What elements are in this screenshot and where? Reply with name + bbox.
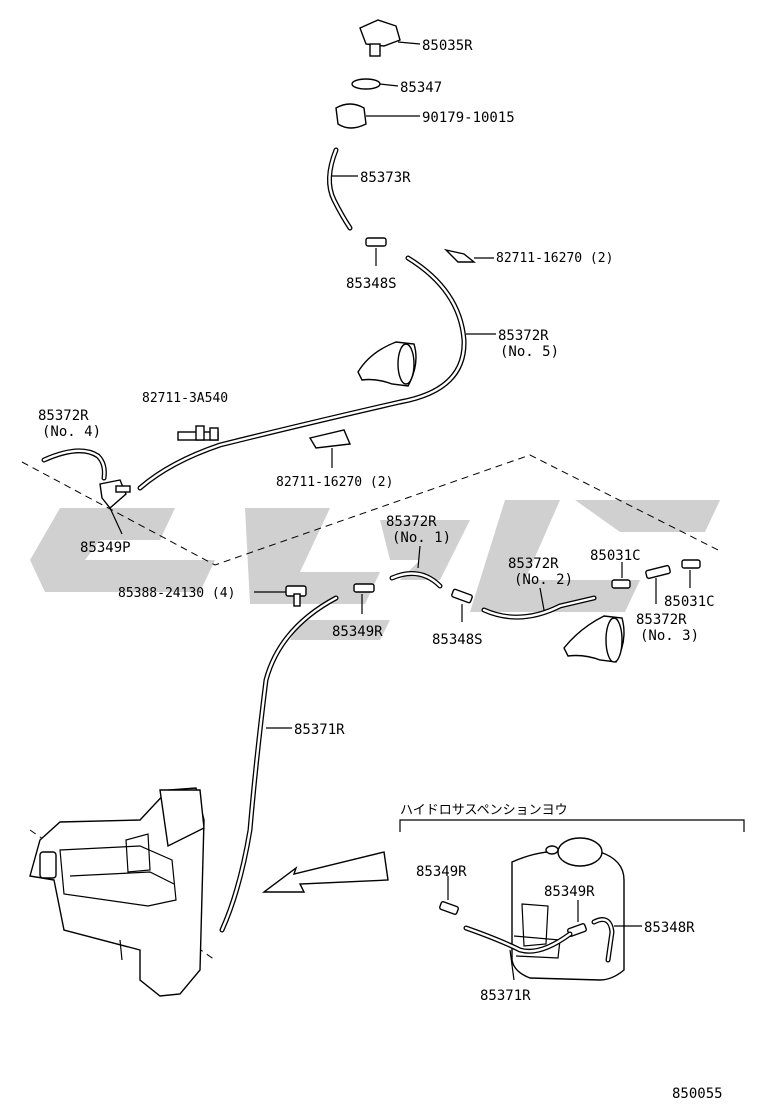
clamp-upper bbox=[443, 248, 494, 263]
gasket bbox=[351, 78, 381, 90]
label-joint-center: 85349R bbox=[332, 624, 383, 640]
label-grommet: 90179-10015 bbox=[422, 110, 515, 126]
clamp-middle bbox=[308, 429, 352, 468]
check-valve-lower bbox=[681, 559, 701, 588]
label-hose-top: 85373R bbox=[360, 170, 411, 186]
inset-title: ハイドロサスペンションヨウ bbox=[400, 803, 568, 818]
washer-jet-upper bbox=[357, 341, 417, 387]
check-valve-upper bbox=[611, 562, 631, 589]
vehicle-outline-dashed bbox=[21, 454, 723, 566]
label-clamp-middle: 82711-16270 (2) bbox=[276, 475, 393, 490]
washer-jet-lower bbox=[563, 615, 625, 663]
hose-no3 bbox=[645, 564, 671, 604]
label-tee: 85388-24130 (4) bbox=[118, 586, 235, 601]
joint-left bbox=[99, 479, 131, 535]
label-joint-left: 85349P bbox=[80, 540, 131, 556]
label-valve-lower: 85031C bbox=[664, 594, 715, 610]
label-joint-upper: 85348S bbox=[346, 276, 397, 292]
label-hose-no1-code: 85372R bbox=[386, 514, 437, 530]
label-nozzle: 85035R bbox=[422, 38, 473, 54]
label-hose-no3-no: (No. 3) bbox=[640, 628, 699, 644]
label-joint-lower: 85348S bbox=[432, 632, 483, 648]
joint-lower bbox=[451, 588, 473, 622]
clamp-a540 bbox=[177, 425, 219, 441]
label-inset-elbow: 85348R bbox=[644, 920, 695, 936]
label-hose-no4-code: 85372R bbox=[38, 408, 89, 424]
label-inset-joint-right: 85349R bbox=[544, 884, 595, 900]
tee-connector bbox=[254, 585, 307, 607]
label-valve-upper: 85031C bbox=[590, 548, 641, 564]
label-inset-hose: 85371R bbox=[480, 988, 531, 1004]
label-hose-no3-code: 85372R bbox=[636, 612, 687, 628]
label-hose-no2-no: (No. 2) bbox=[514, 572, 573, 588]
washer-tank bbox=[29, 787, 205, 997]
label-clamp-upper: 82711-16270 (2) bbox=[496, 251, 613, 266]
watermark-logo bbox=[30, 500, 720, 640]
label-clamp-a540: 82711-3A540 bbox=[142, 391, 228, 406]
inset-joint-left bbox=[439, 876, 459, 915]
arrow-to-tank bbox=[261, 851, 389, 893]
grommet bbox=[335, 103, 420, 129]
label-hose-no4-no: (No. 4) bbox=[42, 424, 101, 440]
joint-center bbox=[353, 583, 375, 614]
joint-upper bbox=[365, 237, 387, 266]
label-hose-no2-code: 85372R bbox=[508, 556, 559, 572]
hose-no5 bbox=[137, 255, 467, 491]
label-gasket: 85347 bbox=[400, 80, 442, 96]
label-inset-joint-left: 85349R bbox=[416, 864, 467, 880]
label-hose-no5-no: (No. 5) bbox=[500, 344, 559, 360]
washer-nozzle bbox=[359, 19, 421, 57]
label-hose-main: 85371R bbox=[294, 722, 345, 738]
inset-frame bbox=[399, 819, 745, 832]
diagram-number: 850055 bbox=[672, 1086, 723, 1102]
label-hose-no5-code: 85372R bbox=[498, 328, 549, 344]
label-hose-no1-no: (No. 1) bbox=[392, 530, 451, 546]
